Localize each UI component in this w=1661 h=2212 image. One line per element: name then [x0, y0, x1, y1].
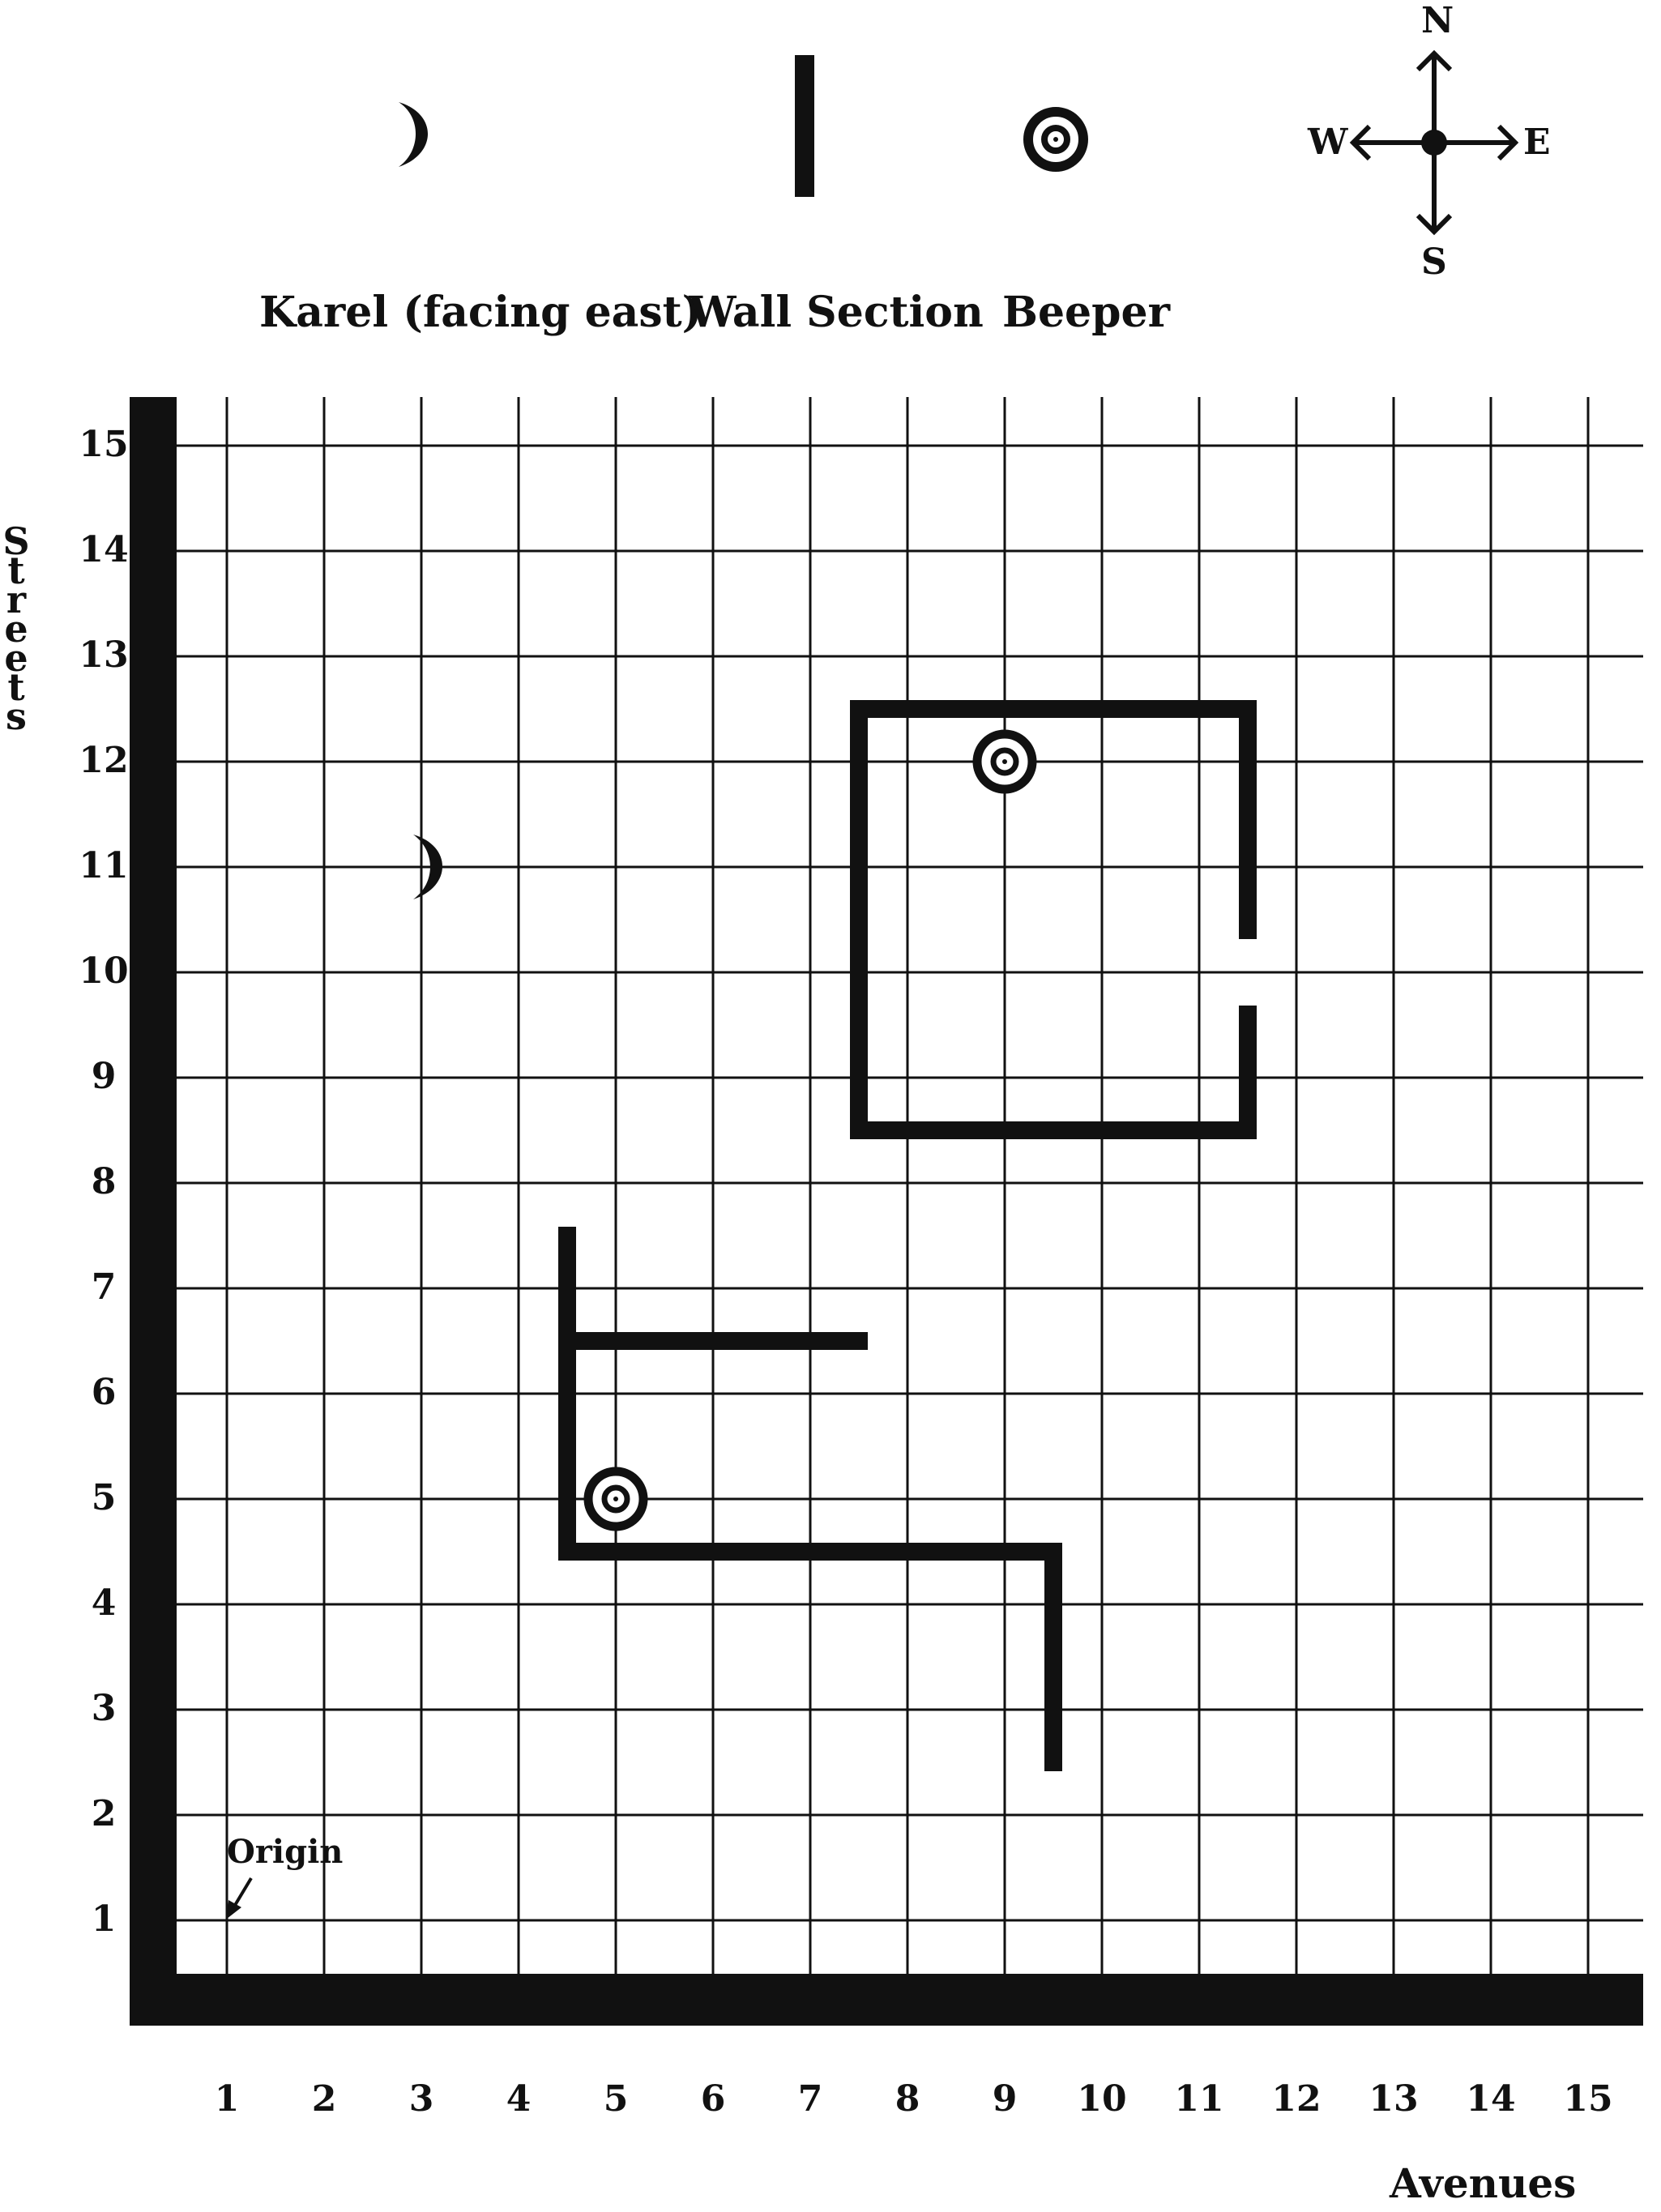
origin-label: Origin [227, 1833, 344, 1871]
street-number-6: 6 [91, 1372, 117, 1413]
street-number-1: 1 [91, 1898, 117, 1940]
avenue-number-2: 2 [311, 2078, 337, 2120]
street-number-2: 2 [91, 1793, 117, 1834]
beepers-layer [583, 729, 1037, 1531]
avenue-number-7: 7 [797, 2078, 823, 2120]
avenue-number-14: 14 [1466, 2078, 1516, 2120]
karel-robot-icon [413, 835, 442, 899]
beeper-legend-icon [1023, 107, 1088, 172]
street-number-4: 4 [91, 1582, 117, 1624]
grid-lines [177, 397, 1643, 1974]
avenue-number-15: 15 [1563, 2078, 1613, 2120]
beeper-icon [972, 729, 1037, 794]
avenue-number-4: 4 [506, 2078, 532, 2120]
street-number-14: 14 [79, 529, 129, 570]
origin-arrow-icon [227, 1877, 253, 1919]
street-number-15: 15 [79, 424, 129, 465]
beeper-icon [583, 1467, 648, 1531]
south-boundary-wall [130, 1974, 1643, 2026]
street-number-12: 12 [79, 740, 129, 781]
beeper-inner-ring [601, 1484, 630, 1514]
avenue-number-10: 10 [1077, 2078, 1127, 2120]
avenue-number-1: 1 [214, 2078, 240, 2120]
compass-north-label: N [1421, 0, 1454, 41]
street-number-13: 13 [79, 634, 129, 676]
compass-south-label: S [1421, 241, 1447, 283]
street-number-7: 7 [91, 1266, 117, 1308]
street-number-8: 8 [91, 1161, 117, 1202]
karel-layer [413, 835, 442, 899]
street-number-11: 11 [79, 845, 129, 886]
street-number-9: 9 [91, 1056, 117, 1097]
avenue-number-8: 8 [895, 2078, 920, 2120]
wall-section-legend-icon [795, 55, 814, 197]
beeper-center-dot [613, 1497, 618, 1501]
beeper-center-dot [1002, 759, 1007, 764]
avenue-number-6: 6 [700, 2078, 726, 2120]
street-number-10: 10 [79, 950, 129, 992]
karel-legend-icon [399, 102, 428, 167]
avenue-number-9: 9 [992, 2078, 1018, 2120]
avenue-number-12: 12 [1271, 2078, 1322, 2120]
avenue-number-3: 3 [408, 2078, 434, 2120]
avenue-number-11: 11 [1174, 2078, 1224, 2120]
compass-east-label: E [1523, 122, 1551, 163]
avenue-number-5: 5 [603, 2078, 629, 2120]
beeper-legend-label: Beeper [1002, 288, 1170, 337]
street-number-5: 5 [91, 1477, 117, 1518]
west-boundary-wall [130, 397, 177, 2026]
avenues-axis-title: Avenues [1390, 2159, 1577, 2207]
wall-section-legend-label: Wall Section [689, 288, 984, 337]
streets-axis-title: Streets [2, 519, 30, 738]
karel-legend-label: Karel (facing east) [259, 288, 702, 337]
avenue-number-13: 13 [1369, 2078, 1419, 2120]
walls-layer [558, 700, 1257, 1771]
street-number-3: 3 [91, 1688, 117, 1729]
beeper-inner-ring [990, 747, 1019, 776]
compass-west-label: W [1308, 122, 1348, 163]
compass-icon [1349, 49, 1519, 236]
